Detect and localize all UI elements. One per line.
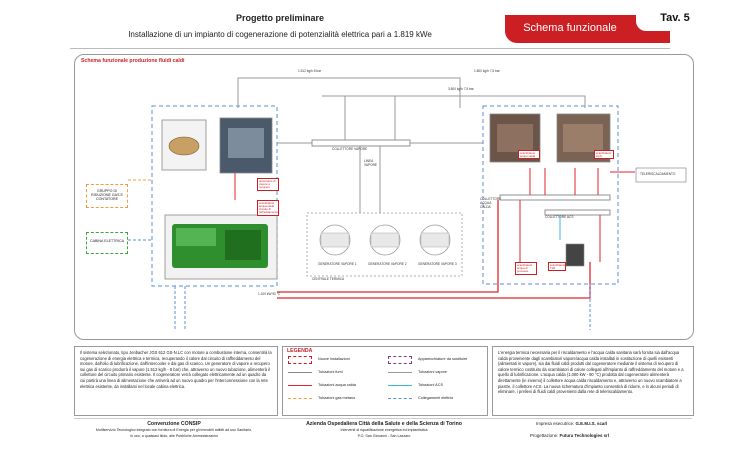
hot-water-line-2 [277,200,499,293]
footer-center-title: Azienda Ospedaliera Città della Salute e… [306,421,462,427]
boiler-2 [369,224,401,256]
legend-item-label: Tubazioni gas metano [318,396,356,400]
flow-3-label: 3.500 kg/h 7,5 bar [448,87,474,91]
collettore-vapore-label: COLLETTORE VAPORE [332,147,368,151]
progettazione-value: Futura Technologies srl [559,433,609,438]
red-label-hot-water-exchanger: scambiatore acqua calda [518,150,540,160]
collettore-vapore-bar [311,139,411,147]
project-subtitle: Installazione di un impianto di cogenera… [128,30,432,39]
red-label-tlr-exchanger: scambiatore TLR [548,262,566,272]
collettore-acs-bar [544,209,611,216]
sheet-number-box [636,9,712,31]
red-label-recovery-boiler: generatore di vapore a recupero [257,178,279,191]
legend-item-label: Tubazioni acqua calda [318,383,356,387]
centrale-termica-box [306,212,463,277]
description-left-text: Il sistema selezionato, tipo Jenbacher J… [80,350,272,389]
legend-swatch [388,372,412,373]
legend-swatch [288,385,312,386]
collettore-acqua-label: COLLETTORE ACQUA CALDA [480,197,502,209]
impresa-label: Impresa esecutrice: [536,421,576,426]
footer-divider [74,418,692,419]
legend-item-label: Tubazioni fumi [318,370,343,374]
legend-panel: LEGENDA [282,346,488,416]
collettore-acs-label: COLLETTORE ACS [545,215,574,219]
red-label-acs-exchanger: scambiatore ACS [594,150,614,160]
legend-swatch [288,398,312,399]
header-divider [70,48,670,49]
footer-center-text-2: P.O. San Giovanni - San Lazzaro [357,434,411,438]
teleriscaldamento-box [635,167,687,183]
plate-exchanger-photo [565,243,585,267]
description-panel-left: Il sistema selezionato, tipo Jenbacher J… [74,346,278,416]
collettore-acqua-calda-bar [499,194,611,201]
legend-item-label: Apparecchiature da sostituire [418,357,468,361]
boiler-3 [419,224,451,256]
linea-vapore-label: LINEA VAPORE [364,159,378,167]
impresa-value: G.E.M.I.S. scarl [575,421,608,426]
flow-1-label: 1.512 kg/h 8 bar [298,69,322,73]
flow-4-label: 1.100 kW 90 °C [258,292,281,296]
legend-swatch [288,356,312,364]
progettazione-label: Progettazione: [530,433,560,438]
footer-left-text-1: Multiservizio Tecnologico integrato con … [95,428,253,432]
teleriscaldamento-label: TELERISCALDAMENTO [640,172,676,176]
footer-progettazione: Progettazione: Futura Technologies srl [530,433,609,438]
legend-swatch [388,398,412,399]
legend-swatch [388,385,412,386]
project-title: Progetto preliminare [235,13,325,23]
cabina-box: CABINA ELETTRICA [86,232,128,254]
sheet-tab-label: Schema funzionale [523,22,617,34]
hot-water-line-main [277,262,591,299]
sheet-number: Tav. 5 [660,12,690,24]
generatore-3-label: GENERATORE VAPORE 3 [418,262,457,266]
red-label-process-exchanger: scambiatore acqua di processo [515,262,537,275]
legend-swatch [388,356,412,364]
footer-left-text-2: in uso, a qualsiasi titolo, alle Pubblic… [130,434,218,438]
cogen-area [151,105,278,287]
footer-left-title: Convenzione CONSIP [147,421,201,427]
generatore-2-label: GENERATORE VAPORE 2 [368,262,407,266]
thermal-area [482,105,619,285]
boiler-1 [319,224,351,256]
flow-2-label: 1.800 kg/h 7,5 bar [474,69,500,73]
red-label-cooling-exchanger: scambiatore acqua calda circuito di raff… [257,200,279,216]
footer-center-text-1: Interventi di riqualificazione energetic… [340,428,428,432]
legend-item-label: Tubazioni ACS [418,383,443,387]
steam-line-top [237,77,461,108]
steam-line-second [322,95,586,108]
gas-group-box: GRUPPO DI RIDUZIONE GAS E CONTATORE [86,184,128,208]
description-right-text: L'energia termica necessaria per il risc… [498,350,684,395]
legend-item-label: Collegamenti elettrici [418,396,454,400]
legend-title: LEGENDA [287,348,313,354]
generatore-1-label: GENERATORE VAPORE 1 [318,262,357,266]
centrale-termica-label: CENTRALE TERMICA [312,277,345,281]
legend-item-label: Nuove installazioni [318,357,350,361]
schema-title: Schema funzionale produzione fluidi cald… [81,58,185,64]
legend-item-label: Tubazioni vapore [418,370,447,374]
description-panel-right: L'energia termica necessaria per il risc… [492,346,694,416]
legend-swatch [288,372,312,373]
footer-impresa: Impresa esecutrice: G.E.M.I.S. scarl [536,421,607,426]
